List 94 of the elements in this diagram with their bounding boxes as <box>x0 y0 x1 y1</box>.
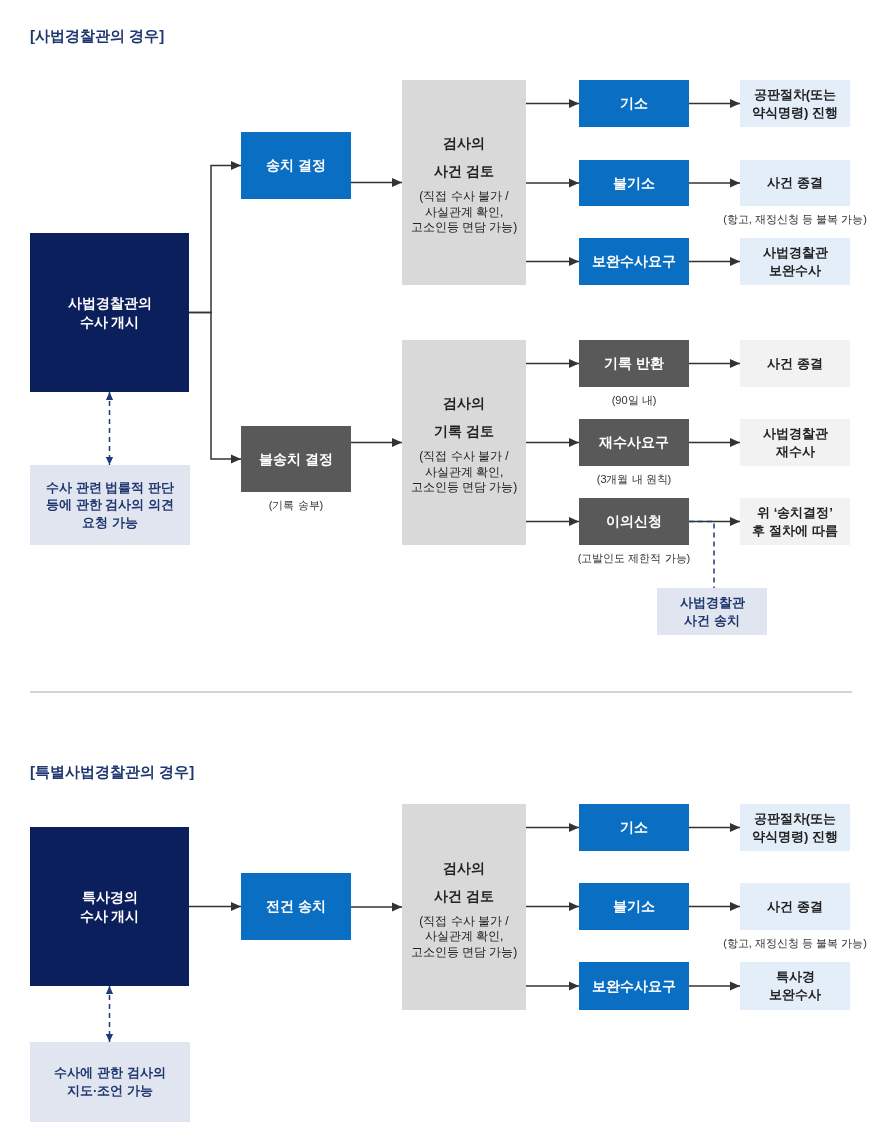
step-box <box>579 883 689 930</box>
step-label: 특사경 보완수사 <box>768 968 822 1004</box>
step-label: 사법경찰관 사건 송치 <box>678 593 746 630</box>
arrow <box>188 902 242 911</box>
review-box <box>402 340 526 545</box>
step-label: 불기소 <box>613 897 655 916</box>
dashed-double-arrow <box>105 985 114 1043</box>
step-label: 위 ‘송치결정’ 후 절차에 따름 <box>751 503 839 540</box>
step-label: 이의신청 <box>606 512 662 531</box>
arrow <box>350 178 403 187</box>
step-label: 사법경찰관 보완수사 <box>761 243 829 280</box>
section-heading: [사법경찰관의 경우] <box>30 26 165 46</box>
step-detail: (직접 수사 불가 / 사실관계 확인, 고소인등 면담 가능) <box>409 449 519 496</box>
arrow <box>525 438 580 447</box>
review-box <box>402 804 526 1010</box>
step-label: 보완수사요구 <box>592 976 676 996</box>
arrow <box>188 311 242 464</box>
step-box <box>579 419 689 466</box>
arrow <box>688 359 741 368</box>
arrow <box>688 823 741 832</box>
step-label: 불기소 <box>613 173 655 193</box>
arrow <box>525 257 580 266</box>
step-label: 수사에 관한 검사의 지도·조언 가능 <box>53 1064 167 1100</box>
step-label: 기소 <box>620 818 648 837</box>
step-label: 공판절차(또는 약식명령) 진행 <box>751 809 839 846</box>
outcome-box <box>740 340 850 387</box>
review-box <box>402 80 526 285</box>
step-detail: (직접 수사 불가 / 사실관계 확인, 고소인등 면담 가능) <box>409 189 519 236</box>
step-box <box>579 804 689 851</box>
side-note: (고발인도 제한적 가능) <box>577 551 691 565</box>
step-label: 전건 송치 <box>266 897 326 916</box>
arrow <box>688 981 741 991</box>
step-box <box>579 160 689 206</box>
step-box <box>579 962 689 1010</box>
arrow <box>688 99 741 108</box>
side-note: (항고, 재정신청 등 불복 가능) <box>723 936 867 950</box>
step-box <box>241 426 351 492</box>
arrow <box>525 359 580 368</box>
step-label: 사건 종결 <box>767 174 823 192</box>
step-label: 검사의 사건 검토 <box>433 134 495 182</box>
arrow <box>525 981 580 991</box>
arrow <box>525 902 580 911</box>
section-heading: [특별사법경찰관의 경우] <box>30 762 195 782</box>
arrow <box>525 517 580 526</box>
step-label: 검사의 사건 검토 <box>433 858 495 906</box>
step-label: 검사의 기록 검토 <box>433 394 495 442</box>
arrow <box>525 823 580 832</box>
outcome-box <box>740 80 850 127</box>
step-label: 재수사요구 <box>599 433 669 452</box>
step-box <box>241 873 351 940</box>
side-note: (기록 송부) <box>268 498 324 512</box>
step-label: 특사경의 수사 개시 <box>78 887 141 926</box>
arrow <box>688 438 741 447</box>
outcome-box <box>740 883 850 930</box>
step-box <box>579 340 689 387</box>
arrow <box>350 438 403 447</box>
note-box <box>657 588 767 635</box>
outcome-box <box>740 962 850 1010</box>
arrow <box>525 178 580 188</box>
step-label: 공판절차(또는 약식명령) 진행 <box>751 85 839 122</box>
note-box <box>30 1042 190 1122</box>
step-box <box>579 498 689 545</box>
step-detail: (직접 수사 불가 / 사실관계 확인, 고소인등 면담 가능) <box>409 913 519 961</box>
outcome-box <box>740 160 850 206</box>
outcome-box <box>740 804 850 851</box>
side-note: (항고, 재정신청 등 불복 가능) <box>723 212 867 226</box>
arrow <box>688 257 741 266</box>
step-label: 기록 반환 <box>604 354 664 373</box>
step-label: 사법경찰관 재수사 <box>761 424 829 461</box>
note-box <box>30 465 190 545</box>
step-label: 보완수사요구 <box>592 252 676 271</box>
arrow <box>688 178 741 188</box>
step-label: 불송치 결정 <box>259 449 333 469</box>
step-label: 사법경찰관의 수사 개시 <box>66 293 153 332</box>
arrow <box>525 99 580 108</box>
side-note: (3개월 내 원칙) <box>596 472 672 486</box>
dashed-double-arrow <box>105 391 114 466</box>
step-box <box>579 80 689 127</box>
step-label: 사건 종결 <box>767 354 823 373</box>
arrow <box>688 902 741 911</box>
arrow <box>350 902 403 912</box>
outcome-box <box>740 498 850 545</box>
outcome-box <box>740 238 850 285</box>
step-label: 사건 종결 <box>767 897 823 916</box>
start-box <box>30 233 189 392</box>
step-label: 기소 <box>620 94 648 113</box>
step-box <box>579 238 689 285</box>
start-box <box>30 827 189 986</box>
dashed-connector-line <box>688 520 715 589</box>
side-note: (90일 내) <box>611 393 657 407</box>
step-label: 송치 결정 <box>266 156 326 175</box>
outcome-box <box>740 419 850 466</box>
step-box <box>241 132 351 199</box>
step-label: 수사 관련 법률적 판단 등에 관한 검사의 의견 요청 가능 <box>45 478 175 532</box>
